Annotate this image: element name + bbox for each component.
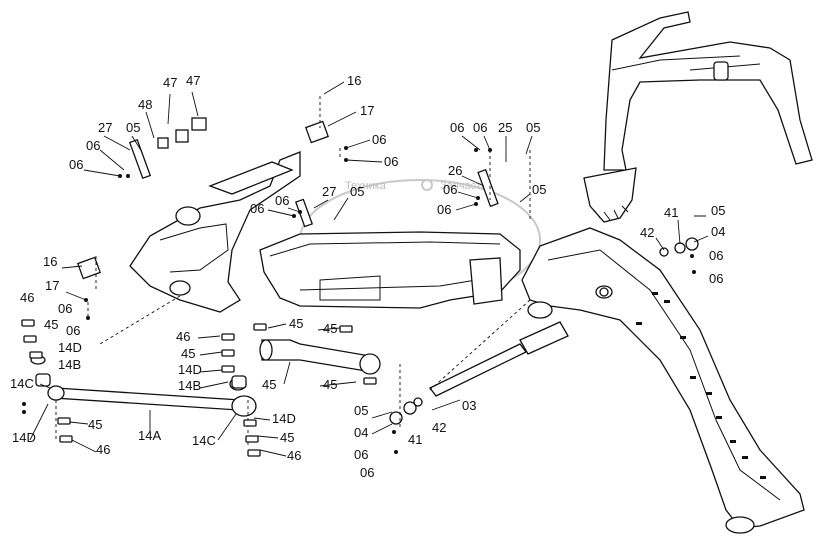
callout-05: 05 <box>350 184 364 199</box>
callout-06: 06 <box>66 323 80 338</box>
callout-05: 05 <box>526 120 540 135</box>
callout-05: 05 <box>354 403 368 418</box>
swing-frame <box>259 231 521 309</box>
callout-06: 06 <box>437 202 451 217</box>
gear-icon <box>421 179 433 191</box>
callout-06: 06 <box>360 465 374 480</box>
callout-06: 06 <box>709 271 723 286</box>
callout-45: 45 <box>280 430 294 445</box>
callout-03: 03 <box>462 398 476 413</box>
callout-45: 45 <box>44 317 58 332</box>
callout-06: 06 <box>450 120 464 135</box>
callout-05: 05 <box>532 182 546 197</box>
callout-14D: 14D <box>272 411 296 426</box>
callout-26: 26 <box>448 163 462 178</box>
callout-47: 47 <box>163 75 177 90</box>
assembly-lines <box>55 96 531 448</box>
callout-27: 27 <box>322 184 336 199</box>
callout-41: 41 <box>408 432 422 447</box>
callout-45: 45 <box>181 346 195 361</box>
callout-46: 46 <box>287 448 301 463</box>
callout-42: 42 <box>432 420 446 435</box>
watermark-text-right: Запчасти <box>440 180 487 192</box>
callout-46: 46 <box>96 442 110 457</box>
callout-46: 46 <box>176 329 190 344</box>
boom-cylinder <box>429 287 609 397</box>
main-boom <box>521 227 805 534</box>
callout-45: 45 <box>262 377 276 392</box>
callout-16-top: 16 <box>347 73 361 88</box>
callout-14B: 14B <box>178 378 201 393</box>
callout-14C: 14C <box>10 376 34 391</box>
callout-05: 05 <box>126 120 140 135</box>
callout-04: 04 <box>354 425 368 440</box>
callout-06: 06 <box>372 132 386 147</box>
backhoe-thumbnail <box>583 11 813 223</box>
callout-14D: 14D <box>58 340 82 355</box>
callout-06: 06 <box>69 157 83 172</box>
swing-bracket <box>129 151 301 313</box>
callout-06: 06 <box>275 193 289 208</box>
callout-06: 06 <box>354 447 368 462</box>
callout-06: 06 <box>473 120 487 135</box>
callout-14A: 14A <box>138 428 161 443</box>
callout-14D: 14D <box>12 430 36 445</box>
callout-17-top: 17 <box>360 103 374 118</box>
callout-06: 06 <box>384 154 398 169</box>
leader-lines <box>29 81 709 457</box>
callout-14B: 14B <box>58 357 81 372</box>
callout-17-left: 17 <box>45 278 59 293</box>
callout-05: 05 <box>711 203 725 218</box>
callout-27: 27 <box>98 120 112 135</box>
callout-06: 06 <box>58 301 72 316</box>
callout-06: 06 <box>250 201 264 216</box>
watermark-text-left: Техника <box>345 180 387 192</box>
callout-45: 45 <box>88 417 102 432</box>
callout-06: 06 <box>709 248 723 263</box>
callout-46: 46 <box>20 290 34 305</box>
callout-04: 04 <box>711 224 725 239</box>
callout-16-left: 16 <box>43 254 57 269</box>
callout-14D: 14D <box>178 362 202 377</box>
middle-cylinder <box>259 339 381 375</box>
callout-48: 48 <box>138 97 152 112</box>
hardware-marks <box>21 146 696 457</box>
callout-45: 45 <box>289 316 303 331</box>
pins <box>35 117 699 425</box>
callout-06: 06 <box>86 138 100 153</box>
callouts: 16 17 06 06 47 47 48 27 05 06 06 06 06 2… <box>10 73 725 480</box>
callout-25: 25 <box>498 120 512 135</box>
callout-47: 47 <box>186 73 200 88</box>
callout-06: 06 <box>443 182 457 197</box>
callout-41: 41 <box>664 205 678 220</box>
callout-42: 42 <box>640 225 654 240</box>
callout-14C: 14C <box>192 433 216 448</box>
